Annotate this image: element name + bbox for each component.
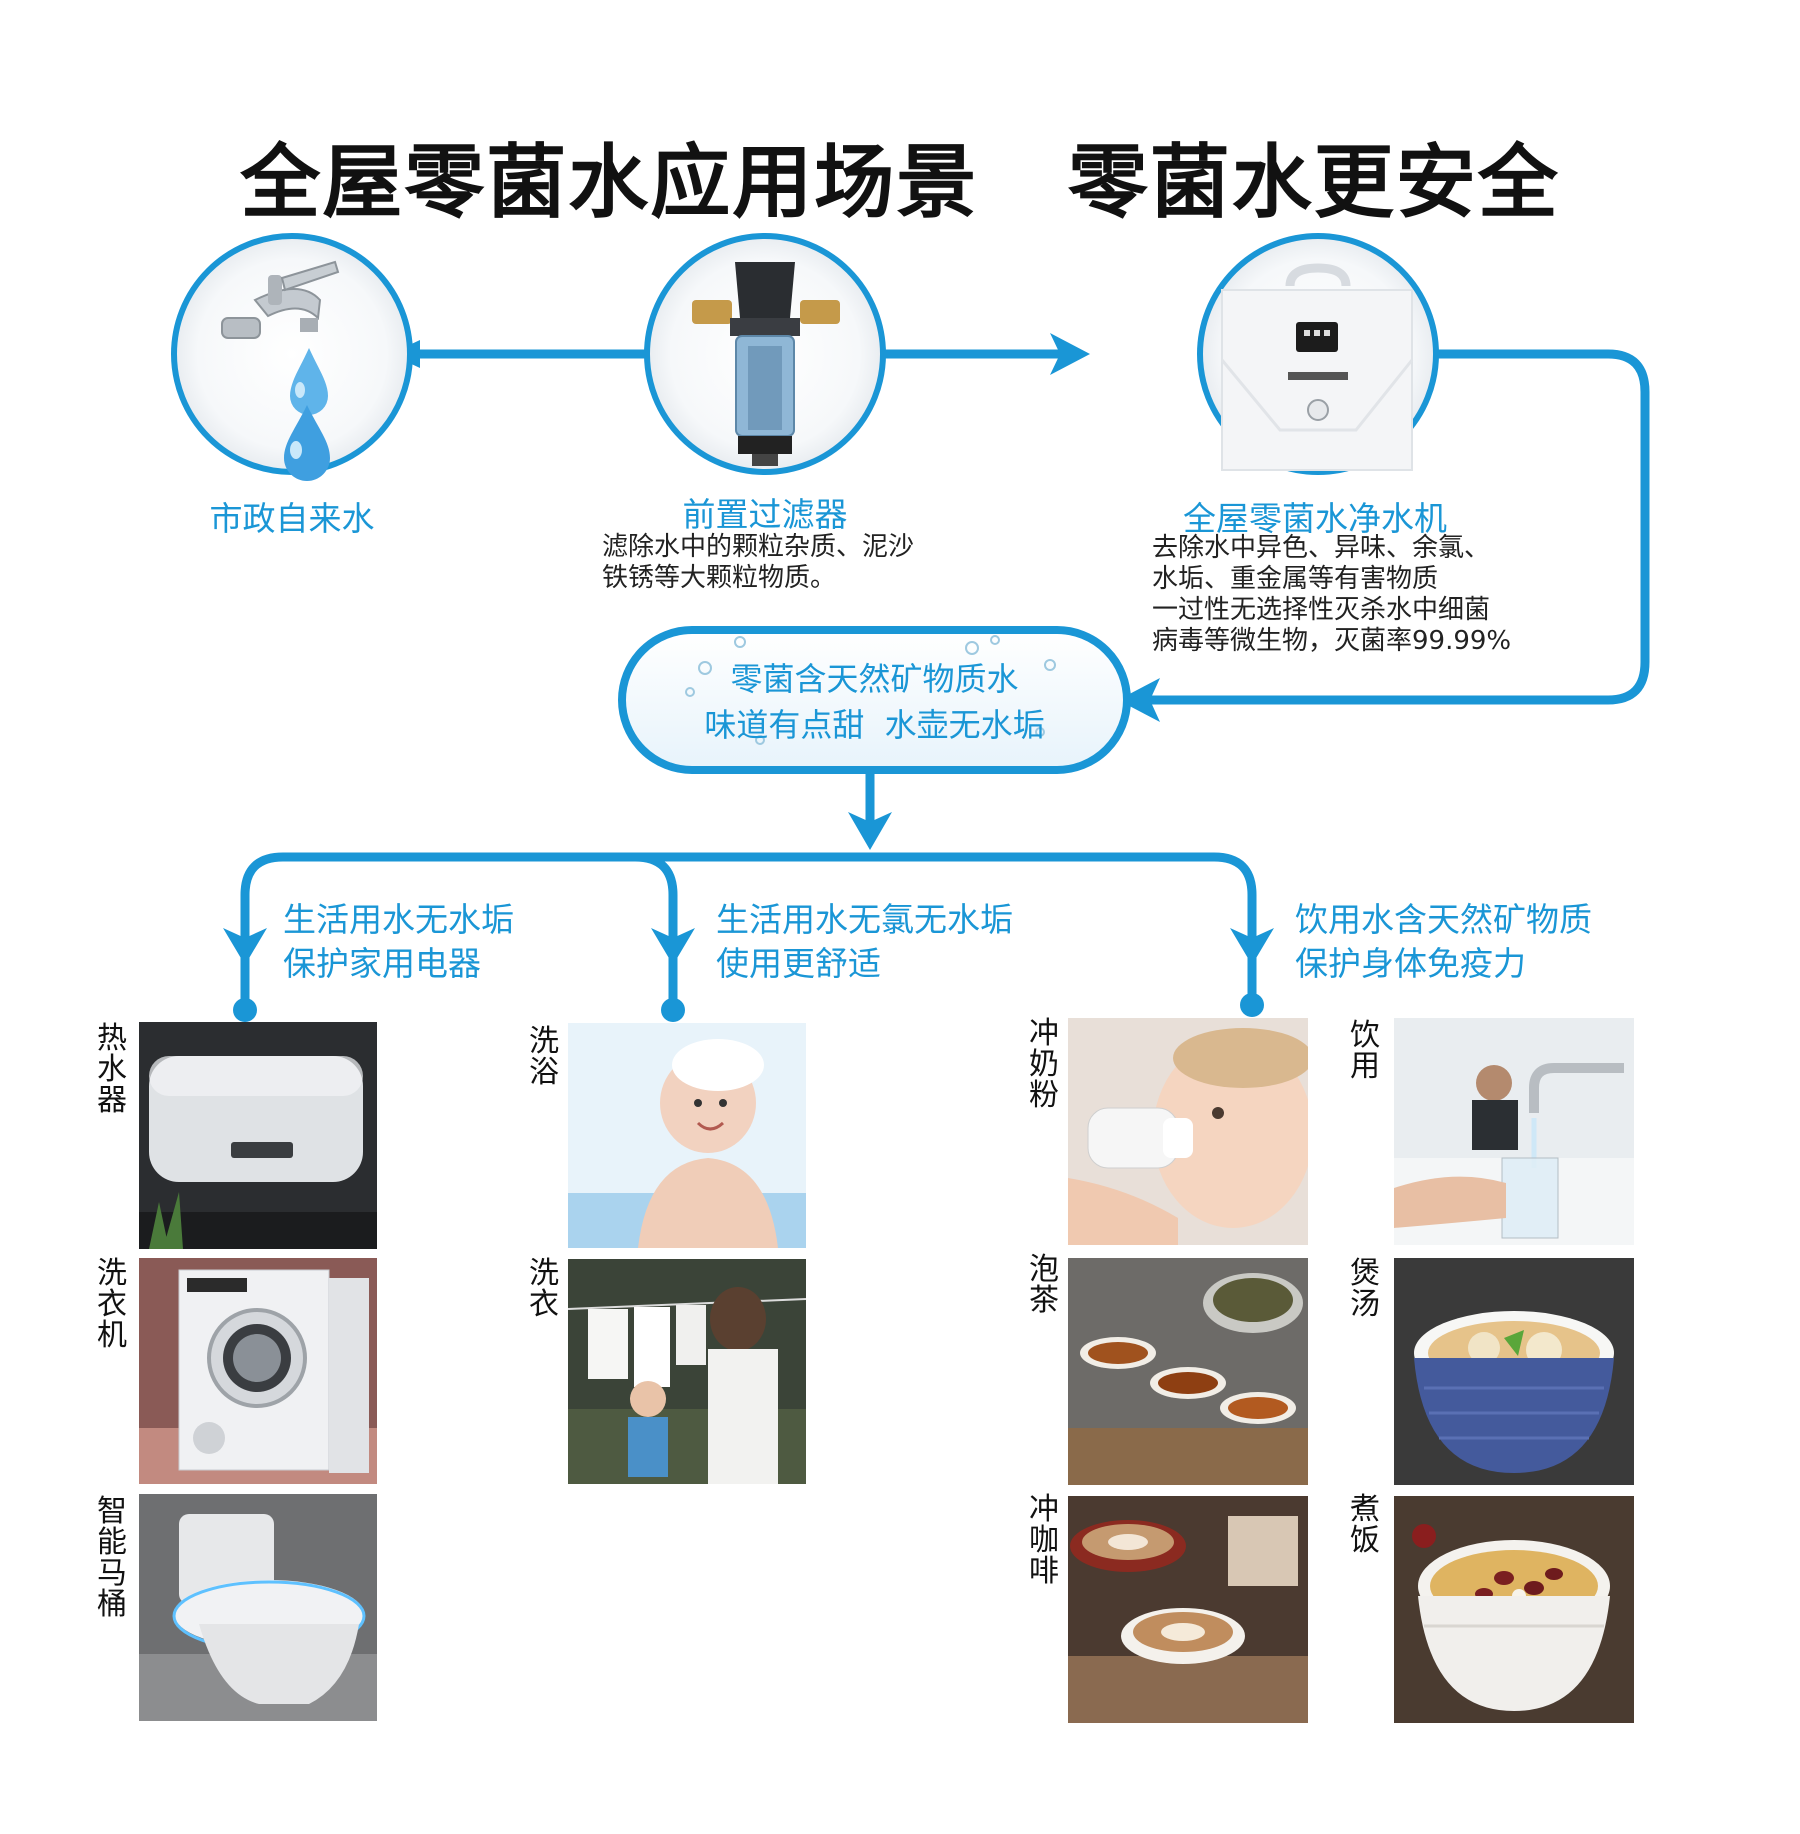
branch-left-dot	[233, 998, 257, 1022]
bathing-photo	[568, 1023, 806, 1248]
washing-machine-photo	[139, 1258, 377, 1484]
branch-left-text: 生活用水无水垢 保护家用电器	[283, 898, 603, 986]
branch-line: 使用更舒适	[716, 944, 881, 983]
prefilter-node-circle	[644, 233, 886, 475]
drinking-photo	[1394, 1018, 1634, 1245]
scene-label-soup: 煲汤	[1350, 1256, 1380, 1322]
scene-label-baby-formula: 冲奶粉	[1029, 1016, 1059, 1113]
prefilter-label: 前置过滤器	[682, 495, 848, 534]
connector-purifier-center	[1120, 349, 1650, 705]
branch-line: 饮用水含天然矿物质	[1295, 900, 1592, 939]
branch-middle-dot	[661, 998, 685, 1022]
center-pill-text: 零菌含天然矿物质水 味道有点甜 水壶无水垢	[622, 656, 1127, 748]
bubbles-decoration	[685, 635, 1056, 745]
purifier-desc-line: 一过性无选择性灭杀水中细菌	[1152, 595, 1491, 625]
purifier-label: 全屋零菌水净水机	[1183, 499, 1447, 538]
faucet-icon	[221, 260, 340, 481]
baby-formula-photo	[1068, 1018, 1308, 1245]
scene-label-laundry: 洗衣	[529, 1256, 559, 1322]
soup-photo	[1394, 1258, 1634, 1485]
arrow-right-mid	[1050, 333, 1090, 375]
scene-label-tea: 泡茶	[1029, 1252, 1059, 1318]
purifier-desc-line: 去除水中异色、异味、余氯、	[1152, 533, 1491, 563]
arrow-down-right	[1230, 928, 1274, 965]
scene-label-drinking: 饮用	[1350, 1018, 1380, 1084]
center-line: 零菌含天然矿物质水	[730, 660, 1019, 698]
purifier-icon	[1220, 263, 1414, 471]
branch-middle-text: 生活用水无氯无水垢 使用更舒适	[716, 898, 1076, 986]
center-line: 味道有点甜 水壶无水垢	[704, 706, 1045, 744]
smart-toilet-photo	[139, 1494, 377, 1721]
prefilter-description: 滤除水中的颗粒杂质、泥沙 铁锈等大颗粒物质。	[602, 532, 942, 594]
scene-label-rice: 煮饭	[1350, 1492, 1380, 1558]
scene-label-water-heater: 热水器	[97, 1021, 127, 1118]
prefilter-icon	[692, 262, 840, 466]
coffee-photo	[1068, 1496, 1308, 1723]
branch-middle-stem	[630, 852, 678, 1010]
branch-right-dot	[1240, 993, 1264, 1017]
branch-bar	[240, 852, 1257, 950]
prefilter-desc-line: 滤除水中的颗粒杂质、泥沙	[602, 532, 915, 562]
purifier-desc-line: 水垢、重金属等有害物质	[1152, 564, 1439, 594]
purifier-desc-line: 病毒等微生物，灭菌率99.99%	[1152, 626, 1512, 656]
arrow-into-center	[1118, 678, 1160, 722]
branch-line: 生活用水无氯无水垢	[716, 900, 1013, 939]
center-pill	[618, 626, 1131, 774]
purifier-node-circle	[1197, 233, 1439, 475]
branch-line: 生活用水无水垢	[283, 900, 514, 939]
arrow-down-left	[223, 928, 267, 965]
arrow-down-center	[848, 812, 892, 850]
rice-photo	[1394, 1496, 1634, 1723]
laundry-photo	[568, 1259, 806, 1484]
scene-label-washing-machine: 洗衣机	[97, 1256, 127, 1353]
page-title: 全屋零菌水应用场景 零菌水更安全	[240, 136, 1560, 229]
branch-right-text: 饮用水含天然矿物质 保护身体免疫力	[1295, 898, 1655, 986]
branch-line: 保护身体免疫力	[1295, 944, 1526, 983]
arrow-down-middle	[651, 928, 695, 965]
purifier-description: 去除水中异色、异味、余氯、 水垢、重金属等有害物质 一过性无选择性灭杀水中细菌 …	[1152, 533, 1532, 657]
scene-label-smart-toilet: 智能马桶	[97, 1494, 127, 1622]
branch-line: 保护家用电器	[283, 944, 481, 983]
water-heater-photo	[139, 1022, 377, 1249]
tea-photo	[1068, 1258, 1308, 1485]
prefilter-desc-line: 铁锈等大颗粒物质。	[602, 563, 837, 593]
scene-label-coffee: 冲咖啡	[1029, 1492, 1059, 1589]
tap-label: 市政自来水	[209, 499, 375, 538]
tap-node-circle	[171, 233, 413, 481]
scene-label-bathing: 洗浴	[529, 1024, 559, 1090]
